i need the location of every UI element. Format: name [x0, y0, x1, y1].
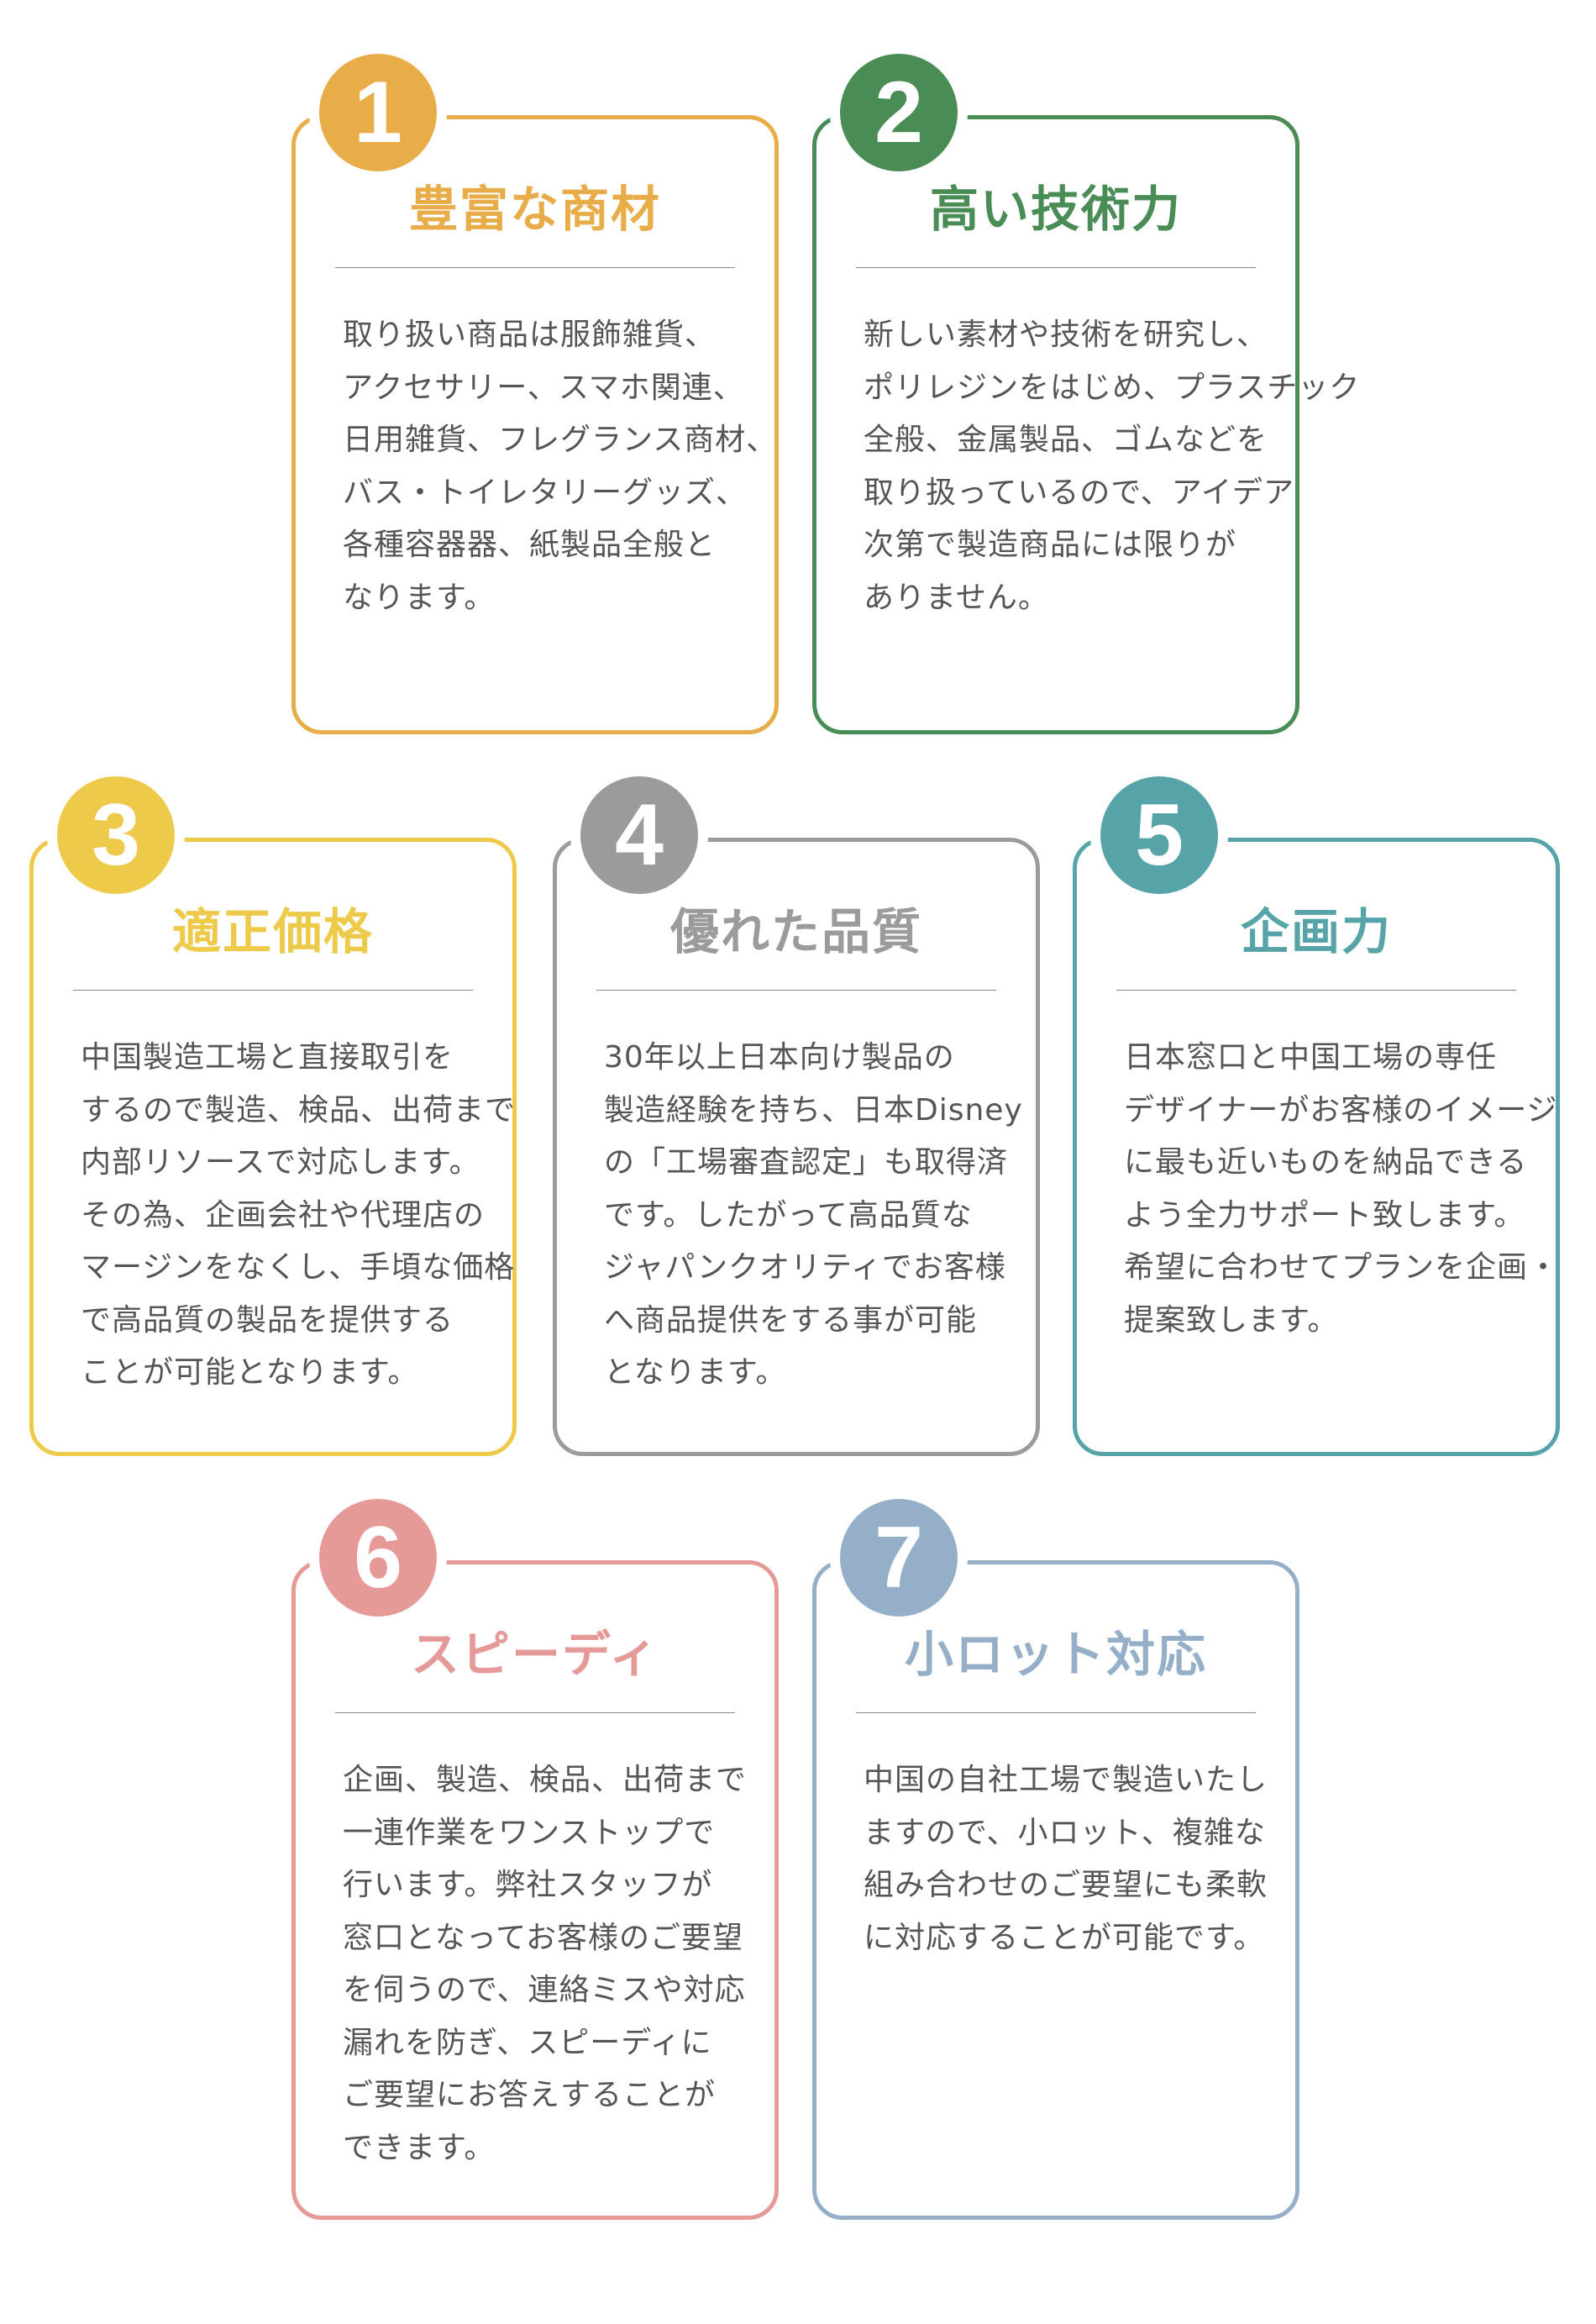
description-line: ますので、小ロット、複雑な: [864, 1815, 1266, 1850]
description-line: を伺うので、連絡ミスや対応: [343, 1973, 746, 2007]
description-line: 行います。弊社スタッフが: [343, 1868, 713, 1902]
card-title: 高い技術力: [929, 181, 1182, 238]
description-line: 取り扱い商品は服飾雑貨、: [343, 318, 717, 352]
card-title: 小ロット対応: [904, 1626, 1207, 1683]
description-line: 一連作業をワンストップで: [343, 1815, 716, 1850]
description-line: 漏れを防ぎ、スピーディに: [343, 2025, 712, 2060]
description-line: 日用雑貨、フレグランス商材、: [343, 423, 778, 457]
number-badge: 3: [57, 776, 175, 894]
description-line: 取り扱っているので、アイデア: [864, 475, 1294, 510]
description-line: ご要望にお答えすることが: [343, 2078, 717, 2112]
description-line: 各種容器器、紙製品全般と: [343, 528, 717, 562]
card-description: 新しい素材や技術を研究し、ポリレジンをはじめ、プラスチック全般、金属製品、ゴムな…: [864, 309, 1361, 624]
card-description: 30年以上日本向け製品の製造経験を持ち、日本Disney の「工場審査認定」も取得…: [604, 1032, 1023, 1400]
description-line: 中国製造工場と直接取引を: [81, 1040, 454, 1075]
description-line: 内部リソースで対応します。: [81, 1145, 480, 1180]
description-line: 30年以上日本向け製品の: [604, 1040, 955, 1075]
description-line: その為、企画会社や代理店の: [81, 1197, 486, 1233]
feature-card-2: 2 高い技術力 新しい素材や技術を研究し、ポリレジンをはじめ、プラスチック全般、…: [812, 54, 1361, 734]
number-badge: 6: [319, 1499, 437, 1617]
description-line: 製造経験を持ち、日本Disney: [604, 1092, 1023, 1128]
description-line: 中国の自社工場で製造いたし: [864, 1763, 1268, 1797]
description-line: バス・トイレタリーグッズ、: [343, 475, 748, 510]
description-line: に対応することが可能です。: [864, 1920, 1265, 1955]
description-line: に最も近いものを納品できる: [1124, 1145, 1528, 1180]
card-title: 豊富な商材: [408, 181, 661, 238]
divider: [335, 1712, 735, 1713]
description-line: ことが可能となります。: [81, 1355, 419, 1390]
description-line: ポリレジンをはじめ、プラスチック: [864, 370, 1361, 405]
card-title: 適正価格: [171, 903, 374, 960]
card-description: 企画、製造、検品、出荷まで一連作業をワンストップで行います。弊社スタッフが窓口と…: [343, 1754, 758, 2174]
card-description: 中国製造工場と直接取引をするので製造、検品、出荷まで内部リソースで対応します。そ…: [81, 1032, 517, 1400]
card-title: 優れた品質: [669, 903, 922, 960]
description-line: となります。: [604, 1355, 787, 1390]
description-line: 提案致します。: [1124, 1302, 1339, 1338]
description-line: デザイナーがお客様のイメージ: [1124, 1092, 1558, 1128]
number-badge: 1: [319, 54, 437, 171]
card-title: 企画力: [1240, 903, 1392, 960]
description-line: マージンをなくし、手頃な価格: [81, 1250, 516, 1285]
description-line: で高品質の製品を提供する: [81, 1302, 454, 1338]
description-line: 新しい素材や技術を研究し、: [864, 318, 1268, 352]
card-description: 中国の自社工場で製造いたしますので、小ロット、複雑な組み合わせのご要望にも柔軟に…: [864, 1754, 1278, 1964]
description-line: 企画、製造、検品、出荷まで: [343, 1763, 748, 1797]
description-line: 次第で製造商品には限りが: [864, 528, 1237, 562]
card-description: 日本窓口と中国工場の専任デザイナーがお客様のイメージに最も近いものを納品できるよ…: [1124, 1032, 1560, 1347]
divider: [1116, 990, 1516, 991]
description-line: なります。: [343, 580, 496, 615]
description-line: できます。: [343, 2130, 496, 2165]
description-line: ジャパンクオリティでお客様: [604, 1250, 1006, 1285]
feature-card-4: 4 優れた品質 30年以上日本向け製品の製造経験を持ち、日本Disney の「工場…: [553, 776, 1040, 1456]
feature-card-6: 6 スピーディ 企画、製造、検品、出荷まで一連作業をワンストップで行います。弊社…: [291, 1499, 779, 2220]
description-line: するので製造、検品、出荷まで: [81, 1092, 517, 1128]
divider: [335, 267, 735, 268]
description-line: の「工場審査認定」も取得済: [604, 1145, 1009, 1180]
description-line: へ商品提供をする事が可能: [604, 1302, 978, 1338]
divider: [73, 990, 473, 991]
description-line: ありません。: [864, 580, 1049, 615]
feature-card-1: 1 豊富な商材 取り扱い商品は服飾雑貨、アクセサリー、スマホ関連、日用雑貨、フレ…: [291, 54, 779, 734]
card-description: 取り扱い商品は服飾雑貨、アクセサリー、スマホ関連、日用雑貨、フレグランス商材、バ…: [343, 309, 778, 624]
number-badge: 2: [840, 54, 958, 171]
description-line: 組み合わせのご要望にも柔軟: [864, 1868, 1268, 1902]
divider: [856, 267, 1256, 268]
description-line: 窓口となってお客様のご要望: [343, 1920, 744, 1955]
description-line: です。したがって高品質な: [604, 1197, 973, 1233]
number-badge: 5: [1100, 776, 1218, 894]
number-badge: 4: [580, 776, 698, 894]
divider: [596, 990, 996, 991]
feature-card-7: 7 小ロット対応 中国の自社工場で製造いたしますので、小ロット、複雑な組み合わせ…: [812, 1499, 1299, 2220]
number-badge: 7: [840, 1499, 958, 1617]
description-line: アクセサリー、スマホ関連、: [343, 370, 744, 405]
divider: [856, 1712, 1256, 1713]
card-title: スピーディ: [411, 1626, 659, 1683]
description-line: 日本窓口と中国工場の専任: [1124, 1040, 1498, 1075]
description-line: 希望に合わせてプランを企画・: [1124, 1250, 1560, 1285]
feature-card-3: 3 適正価格 中国製造工場と直接取引をするので製造、検品、出荷まで内部リソースで…: [29, 776, 517, 1456]
feature-card-5: 5 企画力 日本窓口と中国工場の専任デザイナーがお客様のイメージに最も近いものを…: [1073, 776, 1560, 1456]
description-line: よう全力サポート致します。: [1124, 1197, 1525, 1233]
description-line: 全般、金属製品、ゴムなどを: [864, 423, 1268, 457]
